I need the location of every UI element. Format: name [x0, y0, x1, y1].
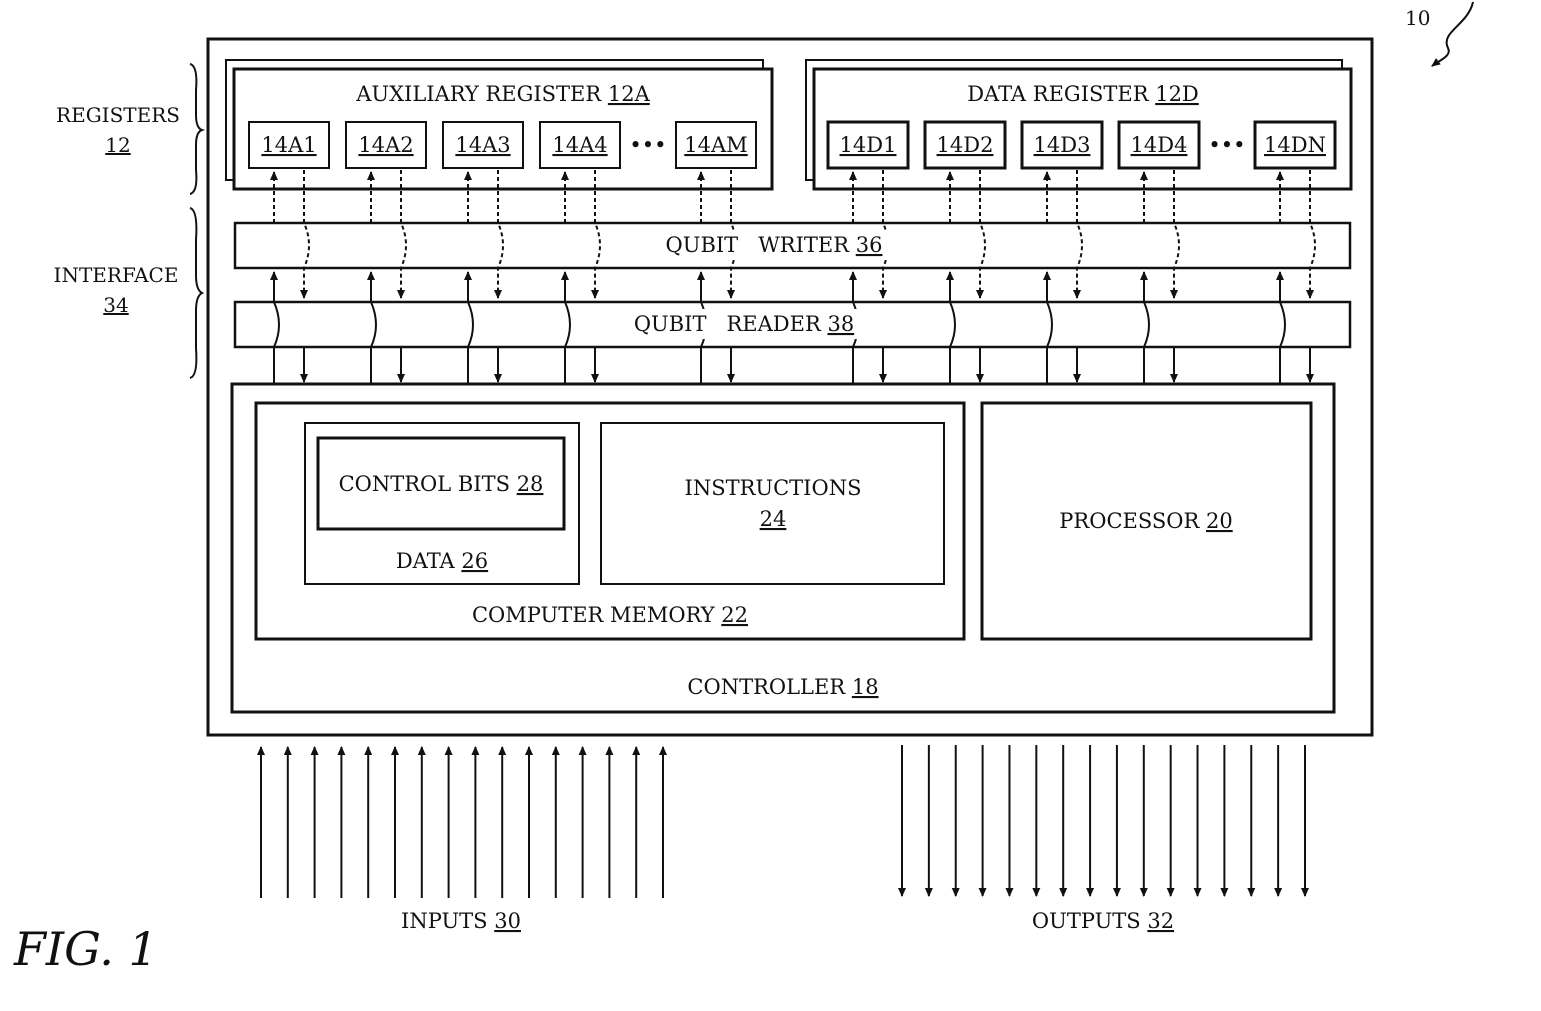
- control-bits-label: CONTROL BITS 28: [339, 472, 544, 496]
- figure-label: FIG. 1: [13, 922, 158, 976]
- aux-qubit-m: 14AM: [676, 122, 756, 168]
- interface-label: INTERFACE: [54, 263, 179, 287]
- aux-qubit-2: 14A2: [346, 122, 426, 168]
- data-ellipsis: •••: [1208, 133, 1245, 157]
- data-register-title: DATA REGISTER 12D: [967, 82, 1199, 106]
- aux-qubit-3-label: 14A3: [455, 133, 510, 157]
- inputs-label: INPUTS 30: [401, 909, 521, 933]
- data-qubit-1-label: 14D1: [840, 133, 897, 157]
- aux-register-title: AUXILIARY REGISTER 12A: [355, 82, 650, 106]
- outputs-label: OUTPUTS 32: [1032, 909, 1174, 933]
- reference-arrow: [1432, 2, 1473, 66]
- data-qubit-2: 14D2: [925, 122, 1005, 168]
- data-qubit-n: 14DN: [1255, 122, 1335, 168]
- qubit-writer-label: QUBIT WRITER 36: [666, 233, 883, 257]
- data-qubit-n-label: 14DN: [1264, 133, 1326, 157]
- aux-qubit-m-label: 14AM: [684, 133, 747, 157]
- aux-qubit-2-label: 14A2: [358, 133, 413, 157]
- data-qubit-4-label: 14D4: [1131, 133, 1188, 157]
- aux-qubit-3: 14A3: [443, 122, 523, 168]
- controller-label: CONTROLLER 18: [687, 675, 878, 699]
- io-arrows: [261, 745, 1305, 898]
- data-label: DATA 26: [396, 549, 488, 573]
- qubit-reader-label: QUBIT READER 38: [634, 312, 854, 336]
- reference-numeral: 10: [1405, 6, 1430, 30]
- processor-label: PROCESSOR 20: [1059, 509, 1232, 533]
- instructions-label: INSTRUCTIONS: [685, 476, 862, 500]
- data-qubit-1: 14D1: [828, 122, 908, 168]
- data-qubit-3-label: 14D3: [1034, 133, 1091, 157]
- aux-qubit-1: 14A1: [249, 122, 329, 168]
- registers-label: REGISTERS: [56, 103, 180, 127]
- registers-brace: [190, 64, 202, 194]
- instructions-num: 24: [760, 507, 787, 531]
- data-qubit-2-label: 14D2: [937, 133, 994, 157]
- instructions-box: [601, 423, 944, 584]
- interface-num: 34: [103, 293, 128, 317]
- aux-qubit-4: 14A4: [540, 122, 620, 168]
- computer-memory-label: COMPUTER MEMORY 22: [472, 603, 748, 627]
- interface-brace: [190, 208, 202, 378]
- aux-ellipsis: •••: [629, 133, 666, 157]
- aux-qubit-4-label: 14A4: [552, 133, 607, 157]
- aux-qubit-1-label: 14A1: [261, 133, 316, 157]
- data-qubit-4: 14D4: [1119, 122, 1199, 168]
- registers-num: 12: [105, 133, 130, 157]
- data-qubit-3: 14D3: [1022, 122, 1102, 168]
